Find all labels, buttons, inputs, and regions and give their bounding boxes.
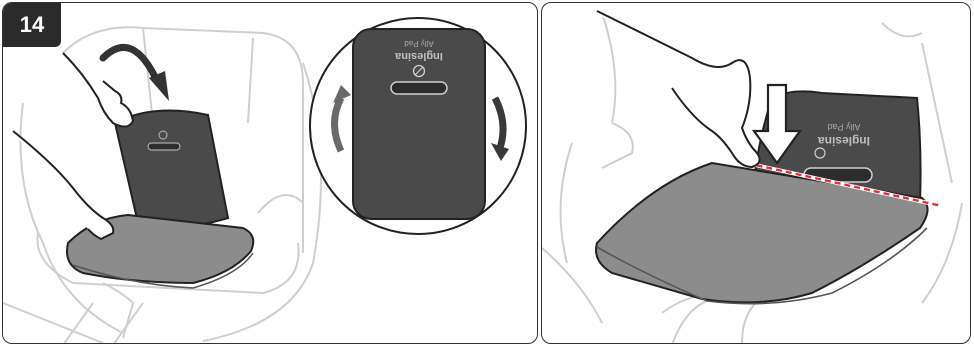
ally-pad-backrest bbox=[115, 111, 228, 228]
seat-illustration-left: Inglesina Ally Pad bbox=[3, 3, 538, 344]
curved-arrow-icon bbox=[103, 47, 158, 83]
seat-illustration-right: Inglesina Ally Pad bbox=[542, 3, 971, 344]
pad-brand-label: Inglesina bbox=[818, 134, 870, 148]
pad-model-label: Ally Pad bbox=[827, 122, 860, 132]
right-illustration-panel: Inglesina Ally Pad bbox=[541, 2, 971, 344]
pad-slot bbox=[391, 82, 447, 94]
left-illustration-panel: 14 bbox=[2, 2, 538, 344]
pad-model-label: Ally Pad bbox=[404, 39, 433, 48]
step-number-badge: 14 bbox=[3, 3, 61, 47]
hand-pressing bbox=[597, 11, 760, 167]
hand-top bbox=[63, 53, 133, 127]
pad-brand-label: Inglesina bbox=[394, 50, 443, 62]
hand-bottom bbox=[13, 131, 113, 239]
pad-slot bbox=[148, 143, 180, 150]
